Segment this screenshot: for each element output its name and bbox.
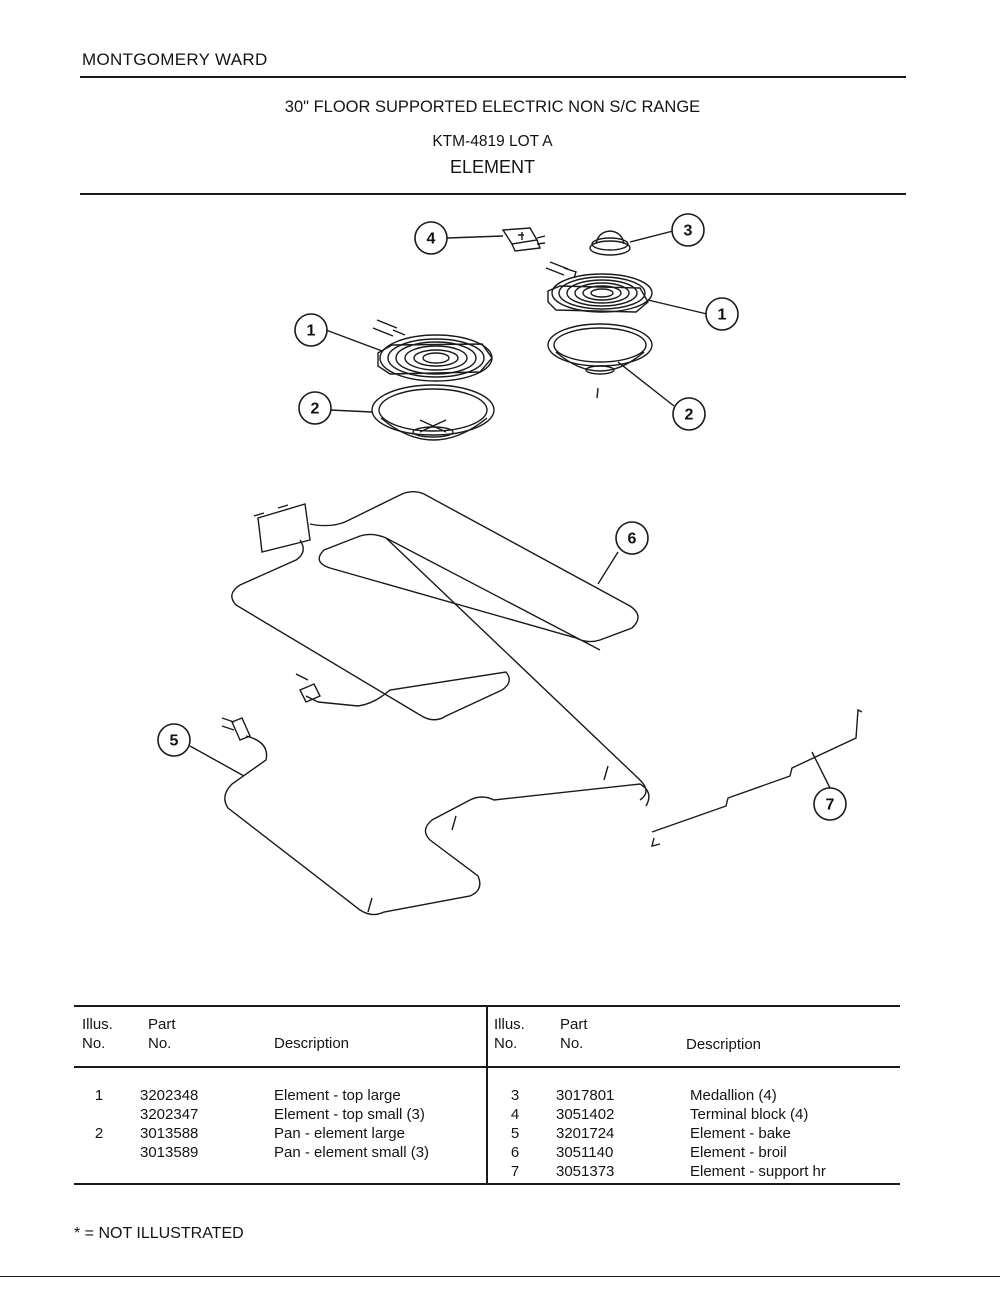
callout-circle-4 <box>414 221 448 255</box>
table-row: 3013588 <box>140 1125 199 1142</box>
element-top-small-part <box>545 261 653 313</box>
table-row: Element - top large <box>274 1087 401 1104</box>
table-row: 3202347 <box>140 1106 199 1123</box>
left-header-part: Part No. <box>148 1016 176 1052</box>
table-row: 7 <box>510 1163 520 1180</box>
callout-label-1-right: 1 <box>718 307 727 324</box>
table-row: Element - broil <box>690 1144 787 1161</box>
table-row: 3202348 <box>140 1087 199 1104</box>
callout-leader-3 <box>629 230 674 243</box>
table-row: Terminal block (4) <box>690 1106 809 1123</box>
right-description-column: Medallion (4) Terminal block (4) Element… <box>690 1086 826 1181</box>
callout-label-1-left: 1 <box>307 323 316 340</box>
left-header-illus: Illus. No. <box>82 1016 113 1052</box>
header-rule <box>80 76 906 78</box>
brand-name: MONTGOMERY WARD <box>82 50 268 69</box>
callout-circle-1-left <box>294 313 328 347</box>
right-header-description: Description <box>686 1036 762 1053</box>
table-bottom-rule <box>74 1183 900 1185</box>
callout-circle-1-right <box>705 297 739 331</box>
left-header-description: Description <box>274 1035 350 1052</box>
table-row: 3017801 <box>556 1087 615 1104</box>
callout-leader-4 <box>446 235 504 239</box>
callout-circle-2-left <box>298 391 332 425</box>
callout-leader-7 <box>811 751 833 793</box>
callout-label-2-right: 2 <box>685 407 694 424</box>
callout-circle-3 <box>671 213 705 247</box>
callout-leader-2-left <box>329 409 373 413</box>
table-row: 3201724 <box>556 1125 615 1142</box>
callout-label-2-left: 2 <box>311 401 320 418</box>
terminal-block-part <box>501 227 546 252</box>
section-title: ELEMENT <box>449 157 536 177</box>
table-top-rule <box>74 1005 900 1007</box>
callout-circle-7 <box>813 787 847 821</box>
pan-small-part <box>547 323 653 399</box>
page-bottom-rule <box>0 1276 1000 1278</box>
callout-leader-2-right <box>617 361 675 407</box>
table-row: Element - bake <box>690 1125 791 1142</box>
table-row: 1 <box>94 1087 104 1104</box>
footnote: * = NOT ILLUSTRATED <box>74 1225 244 1242</box>
table-row: 2 <box>94 1125 104 1142</box>
callout-label-4: 4 <box>427 231 436 248</box>
element-bake-part <box>221 717 650 916</box>
page-title: 30" FLOOR SUPPORTED ELECTRIC NON S/C RAN… <box>284 98 701 116</box>
table-row: Pan - element small (3) <box>274 1144 430 1161</box>
right-illus-column: 3 4 5 6 7 <box>490 1086 540 1181</box>
left-part-column: 3202348 3202347 3013588 3013589 <box>140 1086 198 1162</box>
table-row: Element - support hr <box>690 1163 826 1180</box>
table-row: 5 <box>510 1125 520 1142</box>
table-row: Pan - element large <box>274 1125 405 1142</box>
table-column-divider <box>486 1006 488 1184</box>
callout-label-7: 7 <box>826 797 835 814</box>
left-illus-column: 1 2 <box>74 1086 124 1162</box>
element-broil-part <box>231 491 647 801</box>
table-row: 3013589 <box>140 1144 199 1161</box>
pan-large-part <box>371 384 495 441</box>
title-rule <box>80 193 906 195</box>
exploded-parts-diagram: 4 3 1 1 2 2 6 5 7 <box>157 213 863 916</box>
callout-label-6: 6 <box>628 531 637 548</box>
table-row: 3051140 <box>556 1144 614 1161</box>
right-header-illus: Illus. No. <box>494 1016 525 1052</box>
table-row: Element - top small (3) <box>274 1106 425 1123</box>
table-row <box>74 1105 124 1124</box>
callout-leader-6 <box>597 551 619 585</box>
table-row: 3 <box>510 1087 520 1104</box>
table-row <box>74 1143 124 1162</box>
callout-label-3: 3 <box>684 223 693 240</box>
right-part-column: 3017801 3051402 3201724 3051140 3051373 <box>556 1086 614 1181</box>
medallion-part <box>589 230 631 256</box>
table-header-rule <box>74 1066 900 1068</box>
callout-leader-1-right <box>647 299 708 315</box>
table-row: Medallion (4) <box>690 1087 777 1104</box>
callout-circle-6 <box>615 521 649 555</box>
callout-circle-2-right <box>672 397 706 431</box>
element-top-large-part <box>372 319 493 382</box>
element-support-part <box>651 708 863 847</box>
table-row: 3051402 <box>556 1106 615 1123</box>
callout-label-5: 5 <box>170 733 179 750</box>
callout-circle-5 <box>157 723 191 757</box>
table-row: 6 <box>510 1144 520 1161</box>
callout-leader-1-left <box>325 329 383 352</box>
callout-leader-5 <box>189 745 245 777</box>
model-number: KTM-4819 LOT A <box>432 133 553 150</box>
right-header-part: Part No. <box>560 1016 588 1052</box>
table-row: 4 <box>510 1106 520 1123</box>
table-row: 3051373 <box>556 1163 615 1180</box>
left-description-column: Element - top large Element - top small … <box>274 1086 429 1162</box>
